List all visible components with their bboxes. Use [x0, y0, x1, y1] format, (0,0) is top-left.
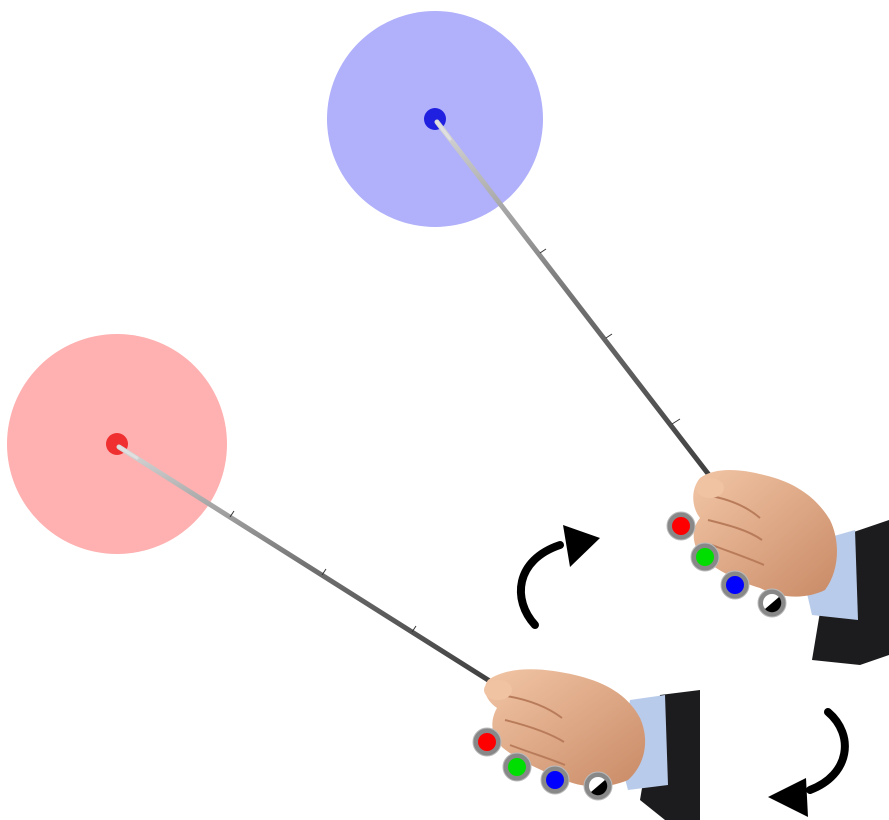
blue-pointer-rod: [434, 119, 729, 500]
clockwise-arrow-down-icon: [768, 708, 849, 817]
clockwise-arrow-up-icon: [516, 525, 600, 629]
contrast-swatch[interactable]: [757, 588, 787, 618]
blue-target: [327, 11, 543, 227]
blue-color-swatch[interactable]: [720, 570, 750, 600]
red-pointer-tip: [117, 445, 139, 460]
green-color-swatch[interactable]: [690, 542, 720, 572]
blue-pointer-rod-segments: [539, 248, 681, 425]
blue-pointer-tip: [435, 120, 452, 141]
red-pointer: [116, 444, 700, 820]
blue-pointer: [434, 119, 889, 665]
red-pointer-rod: [116, 444, 518, 700]
blue-pointer-swatches: [666, 511, 787, 618]
red-color-swatch[interactable]: [666, 511, 696, 541]
blue-color-swatch[interactable]: [540, 765, 570, 795]
blue-pointer-hand: [693, 470, 889, 665]
green-color-swatch[interactable]: [502, 752, 532, 782]
contrast-swatch[interactable]: [583, 771, 613, 801]
red-color-swatch[interactable]: [472, 727, 502, 757]
red-pointer-rod-segments: [229, 510, 417, 633]
red-pointer-swatches: [472, 727, 613, 801]
red-target: [7, 334, 227, 554]
